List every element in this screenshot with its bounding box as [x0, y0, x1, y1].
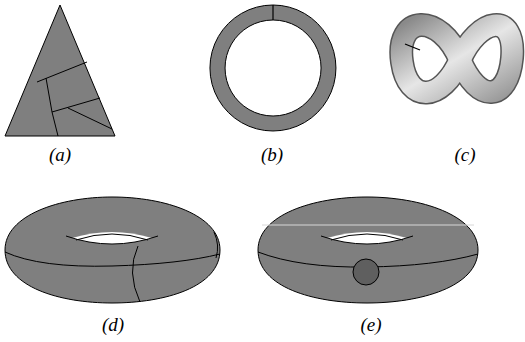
annulus-figure — [210, 5, 336, 131]
figure-caption-letter: (d) — [102, 315, 124, 336]
figure-caption-letter: (e) — [360, 315, 381, 336]
mobius-strip-figure — [401, 25, 512, 93]
figure-caption-letter: (b) — [261, 145, 283, 166]
torus-with-disk-figure — [258, 197, 478, 303]
triangle-figure — [5, 5, 115, 136]
torus-figure — [5, 197, 220, 303]
figure-caption-letter: (c) — [454, 145, 475, 166]
figure-caption-letter: (a) — [49, 145, 71, 166]
